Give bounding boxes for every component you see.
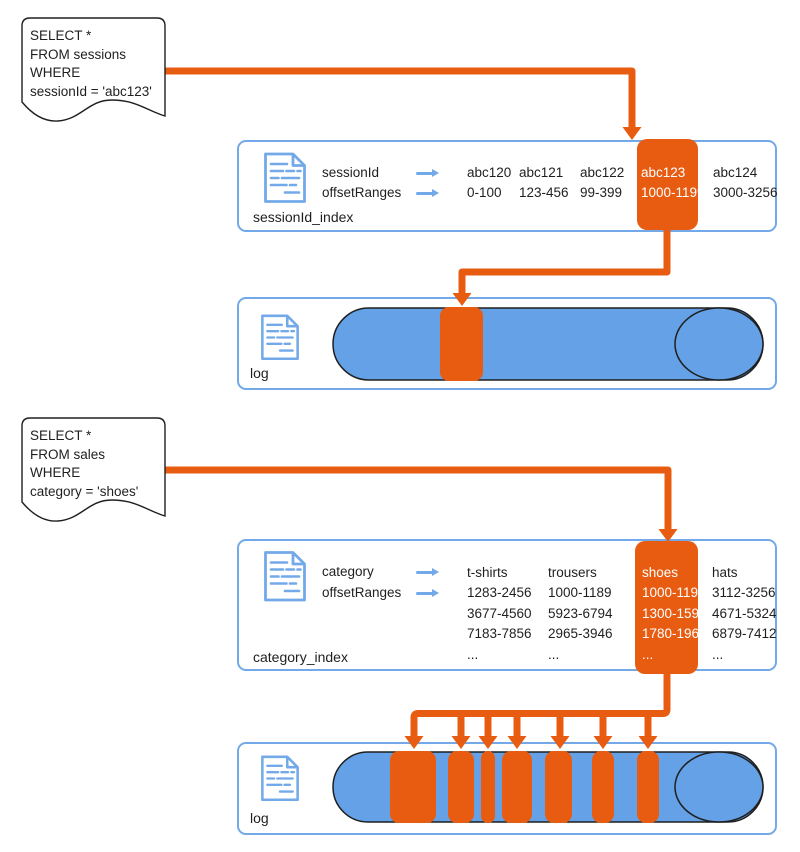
index-value: ... xyxy=(712,646,724,662)
query-line: WHERE xyxy=(30,465,81,481)
right-arrow-icon xyxy=(416,589,439,597)
log-segment xyxy=(592,751,614,823)
arrowhead xyxy=(451,736,471,749)
index2-column-hats: hats 3112-3256 4671-5324 6879-7412 ... xyxy=(712,563,777,665)
index-key: abc123 xyxy=(641,165,686,180)
index-value: 1300-1596 xyxy=(642,605,707,621)
index-value: 3677-4560 xyxy=(467,605,532,621)
document-icon xyxy=(261,314,299,361)
index2-field-offsetranges: offsetRanges xyxy=(322,585,402,600)
index-value: ... xyxy=(548,646,560,662)
arrowhead xyxy=(404,736,424,749)
index-value: 1000-1199 xyxy=(642,585,706,601)
index1-label: sessionId_index xyxy=(253,209,354,225)
log-segment xyxy=(448,751,474,823)
query-line: sessionId = 'abc123' xyxy=(30,83,152,99)
index-value: 0-100 xyxy=(467,185,502,201)
index-value: 3112-3256 xyxy=(712,585,776,601)
index1-column-abc122: abc122 99-399 xyxy=(580,163,624,204)
index-value: 1000-1199 xyxy=(641,185,705,201)
index-key: abc122 xyxy=(580,165,625,180)
index1-field-sessionid: sessionId xyxy=(322,165,380,180)
arrowhead xyxy=(478,736,498,749)
log2-cylinder xyxy=(332,751,764,823)
index-key: abc121 xyxy=(519,165,564,180)
index-key: t-shirts xyxy=(467,565,508,580)
highlight-cell-shoes xyxy=(635,541,698,674)
query-line: FROM sales xyxy=(30,446,106,462)
arrowhead xyxy=(593,736,613,749)
log-segment xyxy=(502,751,532,823)
index-value: 1780-1969 xyxy=(642,626,707,642)
query1-text: SELECT * FROM sessions WHERE sessionId =… xyxy=(30,27,152,101)
query1-note-shape xyxy=(21,17,166,122)
index-key: hats xyxy=(712,565,738,580)
query-line: SELECT * xyxy=(30,428,92,443)
index2-field-category: category xyxy=(322,564,374,579)
index-value: 5923-6794 xyxy=(548,605,613,621)
index2-column-shoes-highlighted: shoes 1000-1199 1300-1596 1780-1969 ... xyxy=(642,563,707,665)
index2-column-tshirts: t-shirts 1283-2456 3677-4560 7183-7856 .… xyxy=(467,563,532,665)
index-value: 1000-1189 xyxy=(548,585,612,601)
index-value: 99-399 xyxy=(580,185,623,201)
index-value: 3000-3256 xyxy=(713,185,778,201)
right-arrow-icon xyxy=(416,169,439,177)
index1-field-offsetranges: offsetRanges xyxy=(322,185,402,200)
log-segment xyxy=(440,307,483,381)
index1-column-abc124: abc124 3000-3256 xyxy=(713,163,778,204)
query-line: WHERE xyxy=(30,65,81,81)
index-key: shoes xyxy=(642,565,679,580)
arrowhead xyxy=(550,736,570,749)
log-segment xyxy=(390,751,436,823)
index-value: 7183-7856 xyxy=(467,626,532,642)
query2-text: SELECT * FROM sales WHERE category = 'sh… xyxy=(30,427,138,501)
connector-query1-to-index1 xyxy=(165,67,642,140)
query-line: SELECT * xyxy=(30,28,92,43)
log2-label: log xyxy=(250,810,269,826)
arrowhead xyxy=(658,529,678,542)
index-value: 123-456 xyxy=(519,185,569,201)
connector-index2-to-log2 xyxy=(404,671,671,749)
log-segment xyxy=(637,751,659,823)
index-value: 1283-2456 xyxy=(467,585,532,601)
query2-note-shape xyxy=(21,417,166,522)
index1-column-abc121: abc121 123-456 xyxy=(519,163,569,204)
index2-column-trousers: trousers 1000-1189 5923-6794 2965-3946 .… xyxy=(548,563,613,665)
log1-cylinder xyxy=(332,307,764,381)
index-key: trousers xyxy=(548,565,597,580)
log-segment xyxy=(481,751,495,823)
query-line: FROM sessions xyxy=(30,46,127,62)
document-icon xyxy=(264,152,306,203)
right-arrow-icon xyxy=(416,568,439,576)
index1-column-abc123-highlighted: abc123 1000-1199 xyxy=(641,163,705,204)
arrowhead xyxy=(622,127,642,140)
index-value: ... xyxy=(642,646,654,662)
arrowhead xyxy=(507,736,527,749)
document-icon xyxy=(261,755,299,802)
log1-label: log xyxy=(250,365,269,381)
query-line: category = 'shoes' xyxy=(30,483,139,499)
right-arrow-icon xyxy=(416,189,439,197)
index1-column-abc120: abc120 0-100 xyxy=(467,163,511,204)
arrowhead xyxy=(638,736,658,749)
arrowhead xyxy=(452,293,472,306)
log-segment xyxy=(545,751,572,823)
index-value: 2965-3946 xyxy=(548,626,613,642)
connector-query2-to-index2 xyxy=(165,466,678,542)
document-icon xyxy=(264,551,306,602)
index-key: abc124 xyxy=(713,165,758,180)
index2-label: category_index xyxy=(253,649,348,665)
connector-index1-to-log1 xyxy=(452,227,671,306)
index-value: ... xyxy=(467,646,479,662)
index-key: abc120 xyxy=(467,165,512,180)
index-value: 4671-5324 xyxy=(712,605,777,621)
log2-end-face xyxy=(674,751,764,823)
highlight-cell-abc123 xyxy=(637,139,698,230)
log1-end-face xyxy=(674,307,764,381)
index-value: 6879-7412 xyxy=(712,626,777,642)
